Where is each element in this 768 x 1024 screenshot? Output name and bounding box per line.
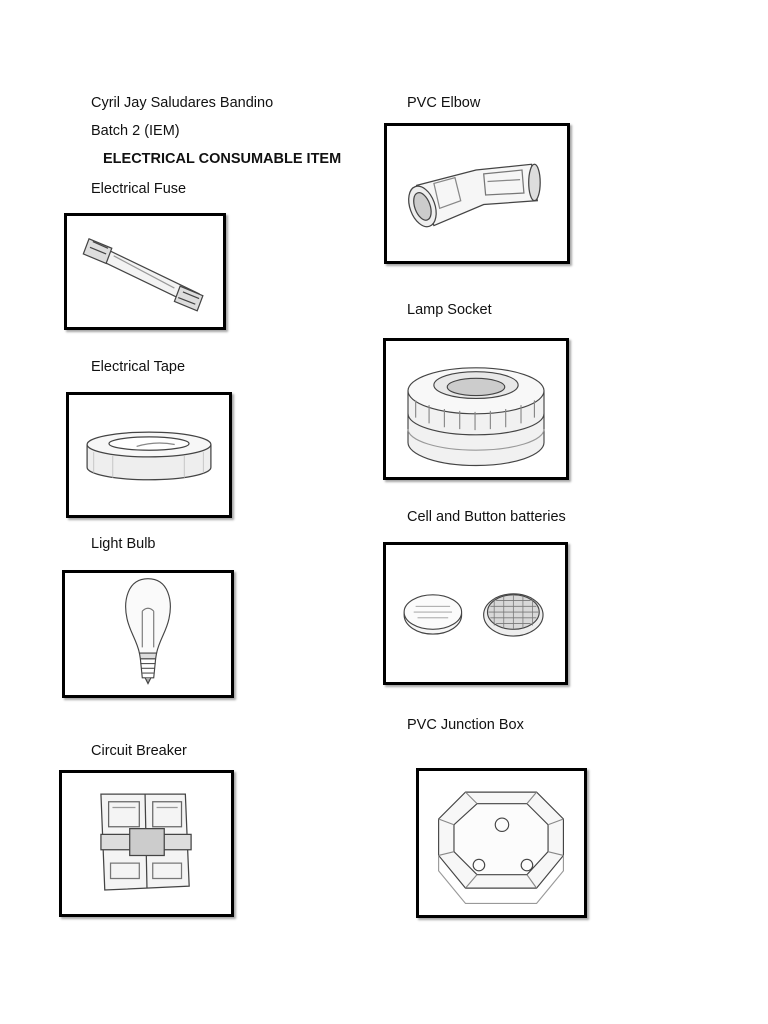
batteries-image <box>383 542 568 685</box>
circuit-breaker-icon <box>100 793 192 891</box>
socket-image <box>383 338 569 480</box>
batteries-label: Cell and Button batteries <box>407 509 566 525</box>
elbow-image <box>384 123 570 264</box>
tape-roll-icon <box>86 431 212 481</box>
light-bulb-icon <box>125 578 171 685</box>
tape-label: Electrical Tape <box>91 359 186 375</box>
socket-label: Lamp Socket <box>407 302 492 318</box>
breaker-image <box>59 770 234 917</box>
junction-image <box>416 768 587 918</box>
pvc-elbow-icon <box>408 163 541 228</box>
fuse-label: Electrical Fuse <box>91 181 187 197</box>
batch-label: Batch 2 (IEM) <box>91 123 180 139</box>
bulb-image <box>62 570 234 698</box>
lamp-socket-icon <box>407 367 545 467</box>
fuse-icon <box>82 237 204 312</box>
junction-label: PVC Junction Box <box>407 717 524 733</box>
elbow-label: PVC Elbow <box>407 95 481 111</box>
button-battery-icon <box>403 593 544 637</box>
junction-box-icon <box>438 791 564 905</box>
breaker-label: Circuit Breaker <box>91 743 187 759</box>
tape-image <box>66 392 232 518</box>
document-title: ELECTRICAL CONSUMABLE ITEM <box>103 151 342 167</box>
fuse-image <box>64 213 226 330</box>
author-name: Cyril Jay Saludares Bandino <box>91 95 274 111</box>
bulb-label: Light Bulb <box>91 536 156 552</box>
